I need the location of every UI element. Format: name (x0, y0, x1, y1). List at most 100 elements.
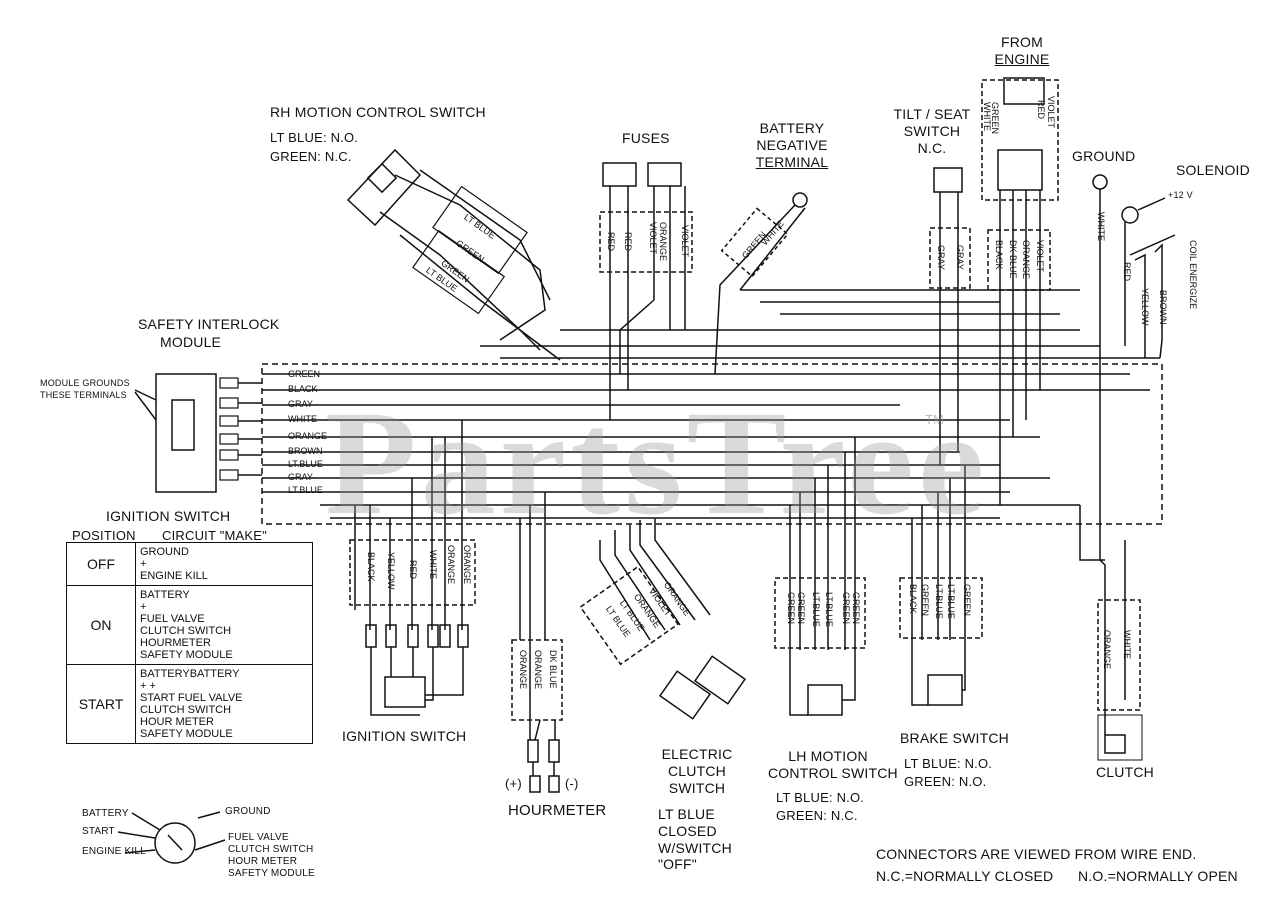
ignition-switch-shape (349, 420, 476, 716)
module-wire-label: GREEN (288, 369, 321, 379)
tilt-seat-line: SWITCH (903, 122, 961, 139)
clutch-title: CLUTCH (1096, 764, 1154, 780)
safety-module-title: SAFETY INTERLOCK (138, 316, 280, 332)
safety-module-title2: MODULE (160, 334, 222, 350)
engine-wire-label: WHITE (982, 102, 992, 131)
hourmeter-shape (511, 492, 563, 793)
electric-clutch-line: ELECTRIC (661, 746, 733, 762)
legend-accessories: FUEL VALVE CLUTCH SWITCH HOUR METER SAFE… (228, 832, 315, 880)
module-wire-label: GRAY (288, 399, 313, 409)
circuit-line: HOUR METER (140, 716, 214, 728)
solenoid-wire-label: BROWN (1158, 290, 1168, 325)
hourmeter-title: HOURMETER (508, 802, 607, 819)
fuses-title: FUSES (622, 130, 670, 146)
rh-switch-shape (346, 148, 561, 361)
engine-wire-label: VIOLET (1035, 240, 1045, 273)
circuit-line: HOURMETER (140, 637, 211, 649)
hour-wire-label: ORANGE (533, 650, 543, 690)
circuit-line: ENGINE KILL (140, 570, 208, 582)
battery-neg-label: BATTERY NEGATIVE TERMINAL (752, 120, 832, 170)
lh-wire-label: GREEN (786, 592, 796, 625)
fuse-wire-label: RED (606, 232, 616, 252)
electric-clutch-label: ELECTRIC CLUTCH SWITCH (652, 746, 742, 796)
legend-line: SAFETY MODULE (228, 868, 315, 879)
table-row: START BATTERYBATTERY + + START FUEL VALV… (66, 664, 313, 744)
circuit-line: BATTERY (140, 589, 190, 601)
ignition-table: OFF GROUND + ENGINE KILL ON BATTERY + FU… (66, 542, 313, 744)
module-wire-label: WHITE (288, 414, 317, 424)
circuit-line: START FUEL VALVE (140, 692, 243, 704)
note-nc: N.C.=NORMALLY CLOSED (876, 868, 1054, 884)
ignition-position: ON (66, 585, 136, 665)
module-wire-label: ORANGE (288, 431, 328, 441)
circuit-line: GROUND (140, 546, 189, 558)
engine-wire-label: BLACK (994, 240, 1004, 270)
module-grounds-note: THESE TERMINALS (40, 390, 127, 400)
circuit-line: + + (140, 680, 156, 692)
tilt-seat-line: N.C. (917, 139, 947, 156)
fuse-wire-label: VIOLET (648, 222, 658, 255)
circuit-line: CLUTCH SWITCH (140, 625, 232, 637)
rh-switch-no: LT BLUE: N.O. (270, 130, 359, 145)
ground-shape (1092, 174, 1108, 735)
hourmeter-minus: (-) (565, 776, 579, 791)
legend-start: START (82, 826, 115, 837)
ignition-symbol (117, 811, 226, 864)
engine-wire-label: ORANGE (1021, 240, 1031, 280)
note-connectors: CONNECTORS ARE VIEWED FROM WIRE END. (876, 846, 1197, 862)
electric-clutch-shape (579, 518, 747, 720)
lh-wire-label: LT.BLUE (811, 592, 821, 627)
lh-wire-label: GREEN (851, 592, 861, 625)
solenoid-coil: COIL ENERGIZE (1188, 240, 1198, 310)
tilt-wire-label: GRAY (955, 245, 965, 270)
brake-wire-label: GREEN (962, 584, 972, 617)
legend-line: CLUTCH SWITCH (228, 844, 314, 855)
watermark: PartsTree (325, 380, 989, 546)
ign-wire-label: ORANGE (446, 545, 456, 585)
engine-wire-label: RED (1036, 100, 1046, 120)
tilt-seat-label: TILT / SEAT SWITCH N.C. (892, 106, 972, 156)
lh-wire-label: LT.BLUE (824, 592, 834, 627)
tilt-seat-line: TILT / SEAT (893, 106, 971, 122)
module-wire-label: BLACK (288, 384, 318, 394)
battery-neg-line: NEGATIVE (756, 136, 828, 153)
circuit-line: + (140, 601, 147, 613)
lh-switch-label: LH MOTION CONTROL SWITCH (768, 748, 898, 782)
electric-clutch-note-line: "OFF" (658, 856, 697, 873)
lh-switch-line: LH MOTION (788, 748, 868, 764)
electric-clutch-note-line: W/SWITCH (658, 839, 732, 856)
ground-title: GROUND (1072, 148, 1136, 164)
table-row: ON BATTERY + FUEL VALVE CLUTCH SWITCH HO… (66, 585, 313, 665)
trademark: TM (925, 412, 944, 427)
battery-neg-shape (714, 192, 808, 375)
lh-switch-nc: GREEN: N.C. (776, 808, 858, 823)
lh-switch-line: CONTROL SWITCH (768, 764, 898, 781)
brake-wire-label: GREEN (920, 584, 930, 617)
engine-line: ENGINE (994, 50, 1050, 67)
circuit-line: FUEL VALVE (140, 613, 205, 625)
note-no: N.O.=NORMALLY OPEN (1078, 868, 1238, 884)
lh-wire-label: GREEN (841, 592, 851, 625)
electric-clutch-line: CLUTCH (668, 762, 726, 779)
electric-clutch-note-line: LT BLUE (658, 806, 715, 822)
electric-clutch-note-line: CLOSED (658, 822, 717, 839)
ignition-col-position: POSITION (72, 528, 136, 543)
solenoid-voltage: +12 V (1168, 190, 1193, 200)
ignition-position: OFF (66, 542, 136, 586)
clutch-shape (1079, 505, 1143, 761)
lh-wire-label: GREEN (796, 592, 806, 625)
brake-switch-title: BRAKE SWITCH (900, 730, 1009, 746)
brake-wire-label: LT.BLUE (946, 584, 956, 619)
ign-wire-label: YELLOW (386, 552, 396, 590)
engine-connector-shape (981, 77, 1059, 505)
lh-switch-no: LT BLUE: N.O. (776, 790, 865, 805)
brake-wire-label: LT.BLUE (934, 584, 944, 619)
brake-wire-label: BLACK (908, 584, 918, 614)
tilt-seat-shape (929, 167, 971, 465)
hour-wire-label: DK BLUE (548, 650, 558, 689)
lh-switch-shape (774, 437, 866, 716)
hour-wire-label: ORANGE (518, 650, 528, 690)
legend-battery: BATTERY (82, 808, 129, 819)
brake-switch-shape (899, 465, 983, 706)
